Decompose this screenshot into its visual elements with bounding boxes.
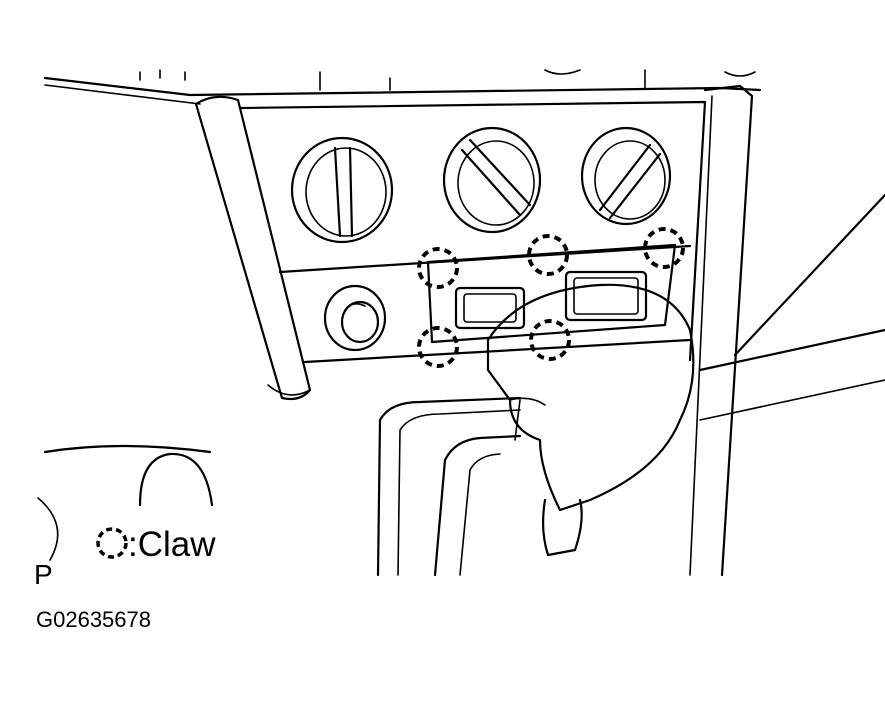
left-panel-pillar <box>194 95 312 401</box>
right-side-trim <box>698 193 885 421</box>
vent-right <box>580 126 672 226</box>
switch-bezel <box>426 243 677 344</box>
claw-marker-bottom-left <box>417 326 459 368</box>
shift-lever <box>486 283 695 557</box>
marker-label: P <box>34 559 53 590</box>
claw-marker-top-right <box>643 227 685 269</box>
control-knob <box>323 284 387 352</box>
vent-center <box>442 126 542 234</box>
legend: :Claw <box>96 525 216 564</box>
right-panel-pillar <box>689 84 754 577</box>
dashed-circle-icon <box>96 527 128 559</box>
legend-label: :Claw <box>128 525 216 564</box>
claw-marker-bottom-center <box>529 319 571 361</box>
claw-marker-top-center <box>527 234 569 276</box>
claw-marker-top-left <box>417 247 459 289</box>
dashboard-top-edge <box>43 69 762 105</box>
claw-markers <box>417 227 685 368</box>
shift-gate <box>376 396 522 577</box>
seat-outline <box>37 444 214 561</box>
figure-code: G02635678 <box>36 607 151 632</box>
vent-left <box>290 136 394 244</box>
